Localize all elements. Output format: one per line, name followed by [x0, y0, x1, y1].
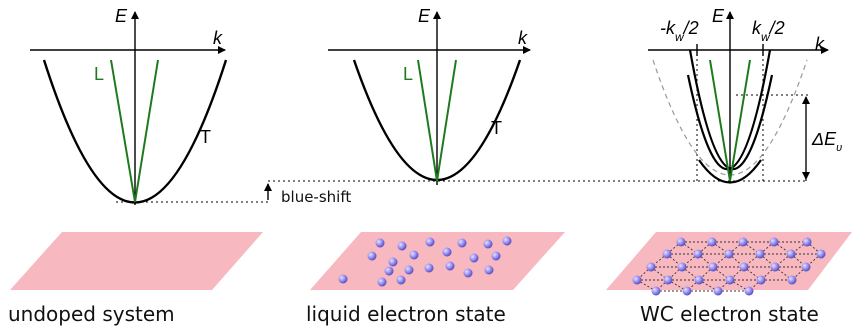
electron [802, 237, 812, 247]
sheet-undoped: undoped system [8, 232, 263, 326]
lattice-bond [667, 266, 683, 281]
sheet-plane [606, 232, 852, 290]
longitudinal-branch-right [436, 59, 457, 182]
panel-undoped: E k L T [30, 6, 228, 205]
electron [738, 237, 748, 247]
electron [739, 262, 749, 272]
folded-branch-left [686, 49, 772, 170]
electron [694, 275, 704, 285]
e-axis-label: E [115, 6, 128, 26]
k-axis-label: k [213, 28, 223, 48]
electron [787, 275, 797, 285]
panel-liquid: E k L T [328, 6, 531, 185]
electron [677, 262, 687, 272]
electron [404, 265, 414, 275]
electron [707, 237, 717, 247]
transverse-label: T [200, 127, 211, 147]
k-pos-zone-label: kw/2 [752, 18, 785, 44]
electron [445, 261, 455, 271]
electron [755, 249, 765, 259]
electron [786, 249, 796, 259]
lattice-bond [666, 241, 682, 255]
blue-shift-indicator: blue-shift [264, 183, 351, 206]
sheet-plane [10, 232, 263, 290]
lattice-bond [806, 241, 822, 255]
sheet-plane [310, 232, 565, 290]
k-neg-zone-label: -kw/2 [660, 18, 699, 44]
electron [676, 237, 686, 247]
longitudinal-branch-right [134, 59, 159, 203]
lattice-bond [760, 266, 776, 281]
electron [425, 237, 435, 247]
electron [662, 249, 672, 259]
central-branch [698, 159, 762, 184]
longitudinal-label: L [94, 64, 104, 84]
e-axis-label: E [712, 6, 725, 26]
gap-label: ΔEυ [811, 129, 842, 154]
transverse-branch [42, 59, 228, 204]
lattice-bond [698, 266, 714, 281]
electron [338, 274, 348, 284]
electron [424, 263, 434, 273]
electron [713, 286, 723, 296]
lattice-bond [636, 266, 652, 281]
k-axis-label: k [518, 28, 528, 48]
longitudinal-branch-right [729, 59, 751, 182]
electron [682, 286, 692, 296]
electron [463, 268, 473, 278]
electron [484, 265, 494, 275]
caption: undoped system [8, 302, 175, 326]
electron [816, 249, 826, 259]
electron [388, 257, 398, 267]
e-axis-label: E [418, 6, 431, 26]
lattice-bond [759, 241, 775, 255]
electron [663, 275, 673, 285]
electron [632, 275, 642, 285]
electron [483, 239, 493, 249]
electron [646, 262, 656, 272]
electron [491, 251, 501, 261]
electron [708, 262, 718, 272]
electron [769, 237, 779, 247]
electron [367, 251, 377, 261]
electron [375, 238, 385, 248]
liquid-electrons [338, 236, 512, 287]
electron [397, 241, 407, 251]
electron [744, 286, 754, 296]
sheet-wc: WC electron state [606, 232, 852, 326]
electron [442, 247, 452, 257]
electron [770, 262, 780, 272]
lattice-bond [697, 241, 713, 255]
caption: WC electron state [640, 302, 819, 326]
longitudinal-branch-left [110, 59, 136, 203]
lattice-bond [728, 241, 744, 255]
transverse-label: T [491, 118, 502, 138]
electron [384, 266, 394, 276]
caption: liquid electron state [306, 302, 506, 326]
electron [409, 250, 419, 260]
electron [396, 275, 406, 285]
sheet-liquid: liquid electron state [306, 232, 565, 326]
lattice-bond [729, 266, 745, 281]
electron [756, 275, 766, 285]
electron [724, 249, 734, 259]
electron [502, 236, 512, 246]
electron [377, 277, 387, 287]
panel-wc: E k -kw/2 kw/2 ΔEυ [648, 6, 842, 184]
wc-electrons [632, 237, 826, 296]
electron [725, 275, 735, 285]
longitudinal-branch-left [417, 59, 438, 182]
longitudinal-branch-left [709, 59, 731, 182]
electron [469, 253, 479, 263]
folded-branch-right [688, 49, 774, 170]
blue-shift-label: blue-shift [281, 188, 351, 206]
lattice-bond [791, 266, 807, 281]
k-axis-label: k [815, 34, 825, 54]
longitudinal-label: L [403, 64, 413, 84]
electron [801, 262, 811, 272]
electron [651, 286, 661, 296]
electron [693, 249, 703, 259]
electron [457, 238, 467, 248]
